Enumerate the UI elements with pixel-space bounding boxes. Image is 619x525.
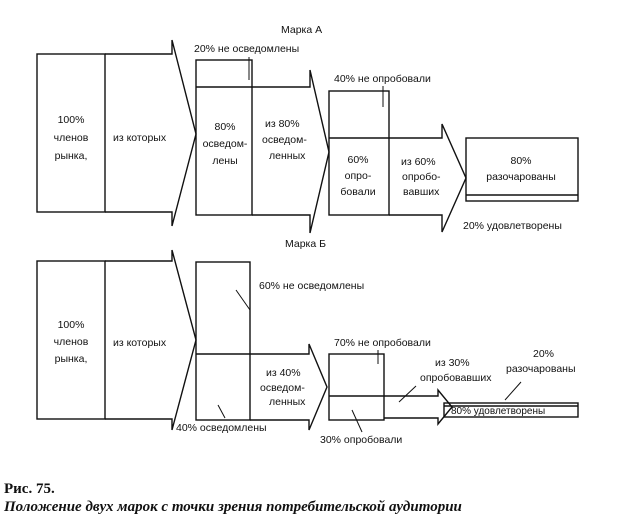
brand-a-of-which: из которых (113, 132, 167, 144)
figure-title: Положение двух марок с точки зрения потр… (4, 499, 462, 515)
brand-b-trial-box (328, 353, 385, 421)
brand-a-disappointed-pct: 80% (510, 155, 531, 167)
brand-a-of-tried-pct: из 60% (401, 156, 436, 168)
brand-a-tried-pct: 60% (347, 154, 368, 166)
brand-b-of-tried-leader (398, 385, 417, 403)
brand-b-members-line2: рынка, (55, 353, 88, 365)
brand-b-aware: 40% осведомлены (176, 422, 267, 434)
brand-b-members-box (36, 260, 106, 420)
brand-a-not-tried: 40% не опробовали (334, 73, 431, 85)
brand-a-aware-line2: лены (212, 155, 237, 167)
brand-a-trial-box (328, 90, 390, 216)
brand-b-disappointed-label: разочарованы (506, 363, 576, 375)
brand-a-of-tried-line1: опробо- (402, 171, 441, 183)
brand-b-disappointed-pct: 20% (533, 348, 554, 360)
brand-b-not-aware-leader (235, 289, 251, 311)
brand-a-aware-line1: осведом- (203, 138, 248, 150)
brand-a-tried-line2: бовали (340, 186, 375, 198)
brand-b-of-aware-pct: из 40% (266, 367, 301, 379)
brand-a-of-aware-line2: ленных (269, 150, 306, 162)
brand-b-not-tried: 70% не опробовали (334, 337, 431, 349)
brand-a-members-pct: 100% (58, 114, 85, 126)
brand-b-tried-leader (351, 409, 363, 433)
brand-b-members-pct: 100% (58, 319, 85, 331)
brand-b-of-tried-line2: опробовавших (420, 372, 492, 384)
brand-b-disappointed-leader (504, 381, 522, 401)
brand-a-of-aware-pct: из 80% (265, 118, 300, 130)
brand-a-not-aware: 20% не осведомлены (194, 43, 299, 55)
brand-a-funnel: Марка А 100% членов рынка, из которых 20… (36, 24, 579, 234)
brand-a-members-box (36, 53, 106, 213)
brand-b-title: Марка Б (285, 238, 326, 250)
brand-a-members-line1: членов (54, 132, 89, 144)
brand-b-awareness-box (195, 261, 251, 421)
brand-b-of-aware-line1: осведом- (260, 382, 305, 394)
brand-a-aware-pct: 80% (214, 121, 235, 133)
brand-b-outcome-box (443, 402, 579, 418)
brand-b-of-aware-arrow (250, 343, 328, 431)
brand-a-of-aware-line1: осведом- (262, 134, 307, 146)
brand-b-satisfied: 80% удовлетворены (451, 406, 545, 417)
brand-b-of-which: из которых (113, 337, 167, 349)
brand-b-not-aware: 60% не осведомлены (259, 280, 364, 292)
brand-a-tried-line1: опро- (345, 170, 372, 182)
brand-a-awareness-box (195, 59, 253, 216)
figure-number: Рис. 75. (4, 481, 55, 497)
brand-b-aware-leader (217, 404, 226, 419)
brand-b-members-line1: членов (54, 336, 89, 348)
brand-a-title: Марка А (281, 24, 322, 36)
brand-b-funnel: Марка Б 100% членов рынка, из которых 60… (36, 238, 579, 446)
brand-b-of-tried-line1: из 30% (435, 357, 470, 369)
brand-b-of-tried-arrow (384, 388, 453, 426)
brand-a-members-line2: рынка, (55, 150, 88, 162)
figure-caption: Рис. 75. Положение двух марок с точки зр… (4, 480, 616, 516)
brand-a-disappointed-label: разочарованы (486, 171, 556, 183)
brand-a-of-tried-line2: вавших (403, 186, 440, 198)
brand-a-satisfied: 20% удовлетворены (463, 220, 562, 232)
brand-a-outcome-box (465, 137, 579, 202)
brand-b-tried: 30% опробовали (320, 434, 402, 446)
brand-b-of-aware-line2: ленных (269, 396, 306, 408)
